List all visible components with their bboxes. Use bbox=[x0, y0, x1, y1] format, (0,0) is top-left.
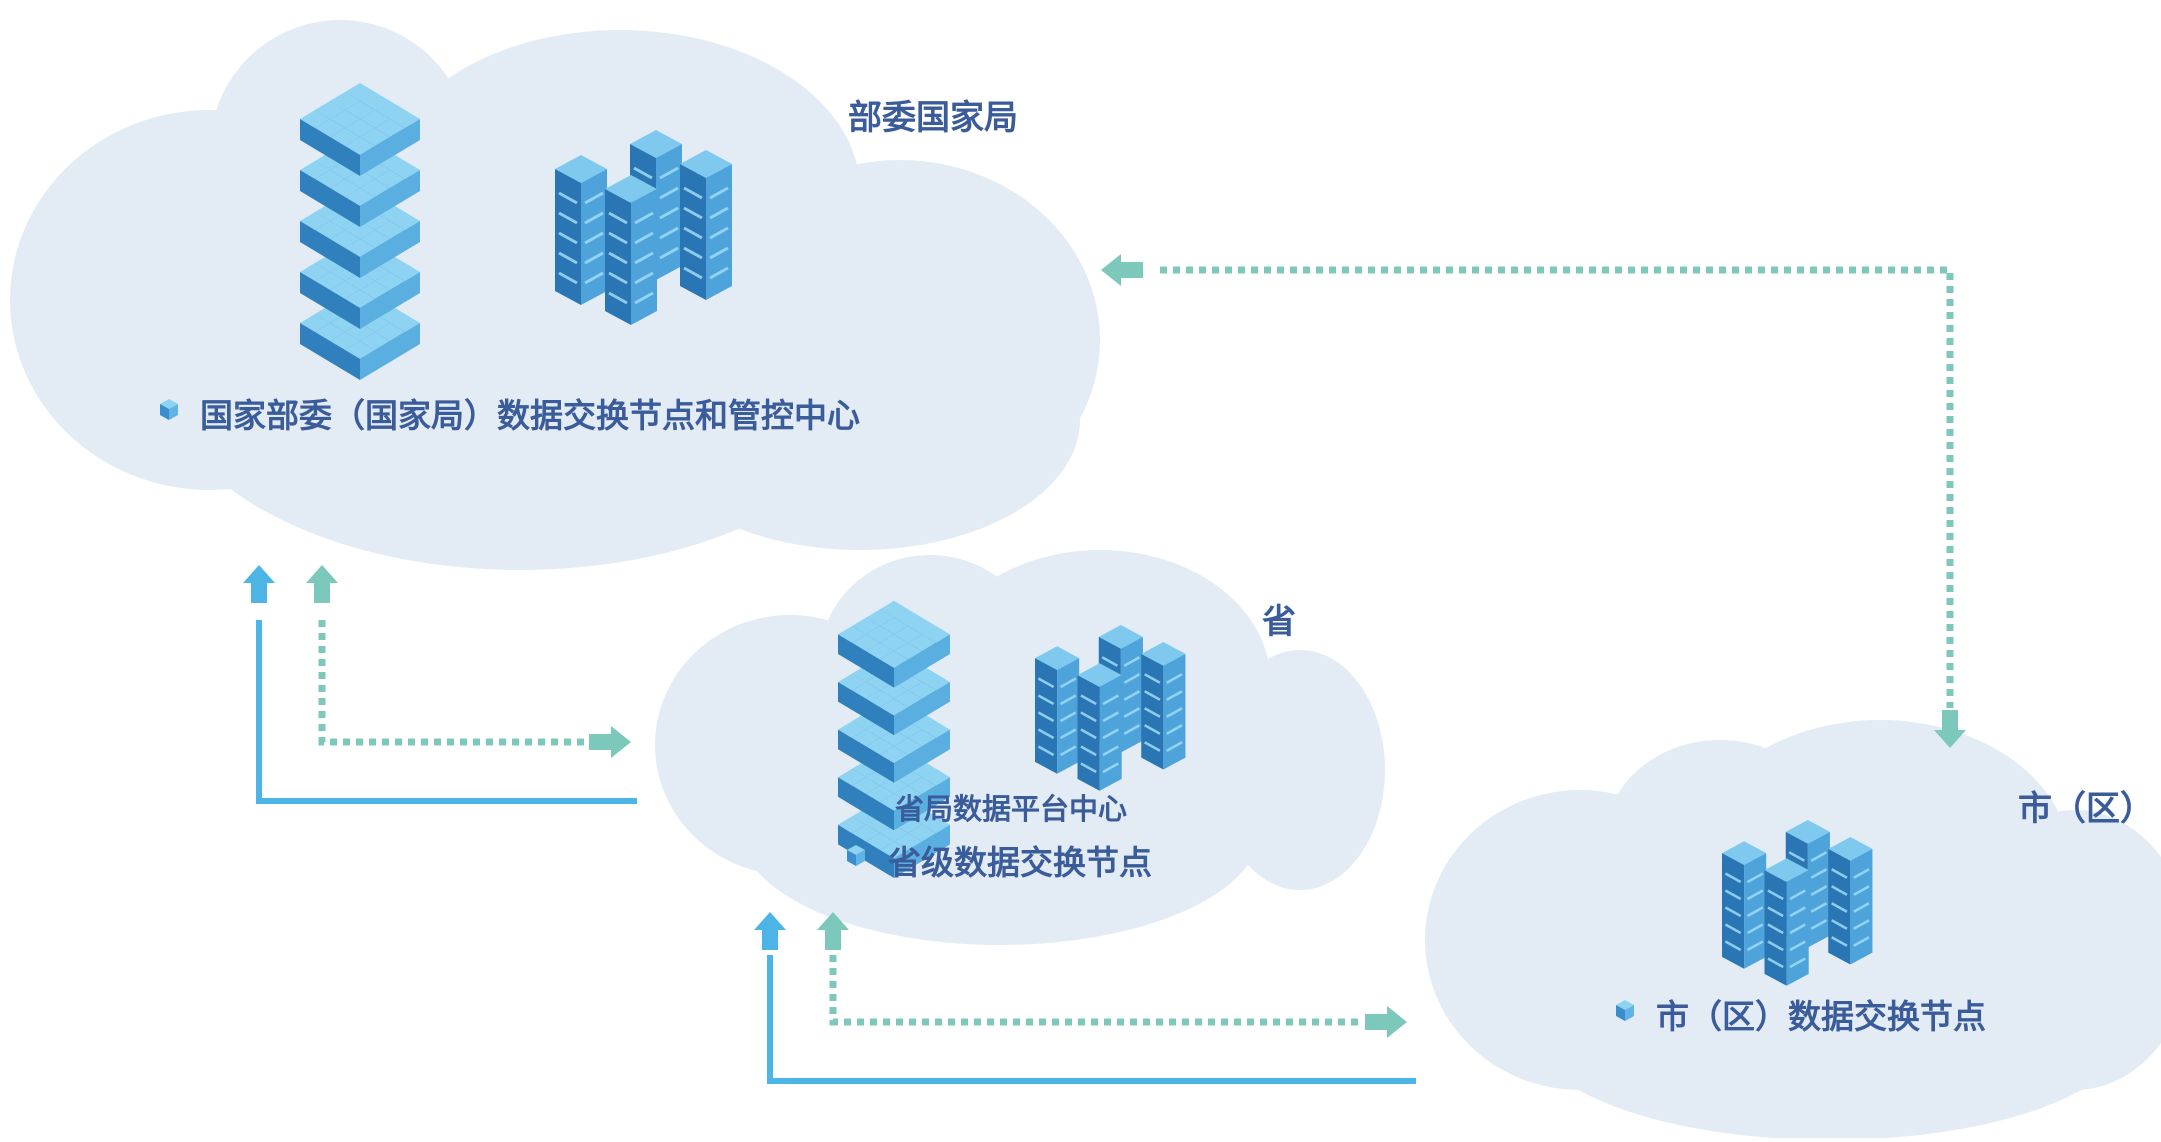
tier-title-ministry: 部委国家局 bbox=[848, 98, 1018, 138]
tier-title-city: 市（区） bbox=[2018, 789, 2154, 829]
conn-ministry-to-province bbox=[306, 565, 631, 758]
tier-title-province: 省 bbox=[1262, 602, 1296, 642]
cube-rack-icon bbox=[300, 83, 420, 380]
conn-city-to-province bbox=[754, 912, 1416, 1084]
conn-province-to-city bbox=[817, 912, 1407, 1038]
conn-province-to-ministry bbox=[243, 565, 637, 804]
node-label-province: 省级数据交换节点 bbox=[888, 843, 1152, 882]
node-label-city: 市（区）数据交换节点 bbox=[1656, 997, 1986, 1036]
building-cluster-icon bbox=[553, 128, 734, 327]
node-sublabel-province: 省局数据平台中心 bbox=[895, 792, 1128, 826]
building-cluster-icon bbox=[1720, 818, 1874, 988]
cloud-ministry bbox=[10, 20, 1100, 570]
node-label-ministry: 国家部委（国家局）数据交换节点和管控中心 bbox=[200, 396, 860, 435]
conn-ministry-to-city bbox=[1101, 254, 1966, 748]
building-cluster-icon bbox=[1033, 623, 1187, 793]
